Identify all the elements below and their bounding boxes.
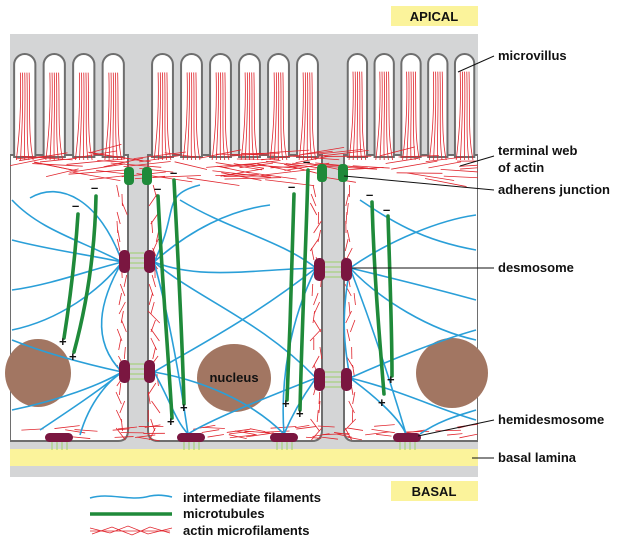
svg-text:+: + xyxy=(378,395,386,410)
basal-tag-bg xyxy=(391,481,478,501)
nucleus-right xyxy=(416,338,488,408)
label-hemidesmosome: hemidesmosome xyxy=(498,412,604,427)
svg-text:+: + xyxy=(59,334,67,349)
basal-lamina-band xyxy=(10,449,478,466)
svg-text:–: – xyxy=(366,187,373,202)
desmosomes xyxy=(119,250,352,391)
svg-text:–: – xyxy=(72,198,79,213)
label-adherens-junction: adherens junction xyxy=(498,182,610,197)
svg-text:+: + xyxy=(167,414,175,429)
legend-actin-swatch xyxy=(89,525,173,536)
svg-text:+: + xyxy=(180,400,188,415)
legend-microtubules-label: microtubules xyxy=(183,506,265,521)
adherens-junctions xyxy=(124,164,348,185)
nucleus-center xyxy=(197,344,271,412)
legend-actin-label: actin microfilaments xyxy=(183,523,309,538)
label-desmosome: desmosome xyxy=(498,260,574,275)
leader-lines xyxy=(343,55,495,459)
cell-2 xyxy=(147,154,323,442)
svg-text:–: – xyxy=(288,179,295,194)
basal-tag: BASAL xyxy=(412,484,457,499)
svg-text:+: + xyxy=(69,349,77,364)
hemidesmosomes xyxy=(45,433,421,450)
label-basal-lamina: basal lamina xyxy=(498,450,577,465)
svg-text:+: + xyxy=(282,396,290,411)
svg-text:–: – xyxy=(383,202,390,217)
polarity-signs: –– –– –– –– ++ ++ ++ ++ xyxy=(59,154,395,429)
svg-text:+: + xyxy=(387,372,395,387)
microtubules xyxy=(62,168,394,420)
nucleus-left xyxy=(5,339,71,407)
apical-tag-bg xyxy=(391,6,478,26)
legend-intermediate-label: intermediate filaments xyxy=(183,490,321,505)
svg-text:–: – xyxy=(91,180,98,195)
label-microvillus: microvillus xyxy=(498,48,567,63)
nucleus-label: nucleus xyxy=(209,370,258,385)
svg-text:–: – xyxy=(170,165,177,180)
svg-text:–: – xyxy=(154,181,161,196)
label-terminal-web-1: terminal web xyxy=(498,143,578,158)
apical-tag: APICAL xyxy=(410,9,458,24)
legend: intermediate filaments microtubules acti… xyxy=(89,490,321,538)
svg-text:–: – xyxy=(303,154,310,169)
legend-intermediate-swatch xyxy=(89,494,173,499)
svg-text:+: + xyxy=(296,406,304,421)
label-terminal-web-2: of actin xyxy=(498,160,544,175)
